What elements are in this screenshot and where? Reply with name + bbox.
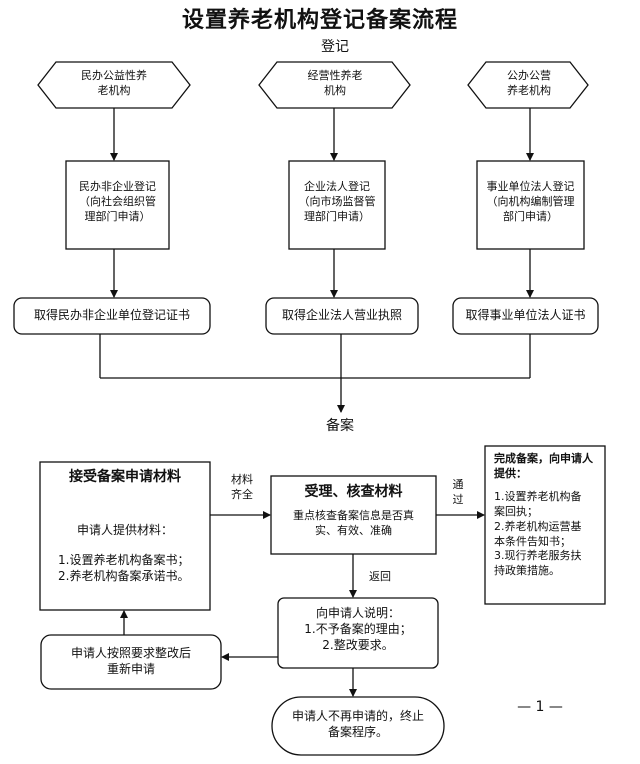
- explain-text: 向申请人说明： 1.不予备案的理由； 2.整改要求。: [304, 606, 412, 653]
- review-desc: 重点核查备案信息是否真 实、有效、准确: [293, 509, 414, 537]
- accept-subtitle: 申请人提供材料：: [76, 523, 173, 537]
- certificate-box-3: [452, 297, 599, 335]
- org-type-hexagon-1: [37, 61, 191, 109]
- complete-items: 1.设置养老机构备 案回执； 2.养老机构运营基 本条件告知书； 3.现行养老服…: [494, 490, 582, 578]
- page-title: 设置养老机构登记备案流程: [181, 8, 458, 33]
- register-text-2: 企业法人登记 （向市场监督管 理部门申请）: [298, 180, 376, 223]
- explain-box: [277, 597, 439, 669]
- certificate-text-1: 取得民办非企业单位登记证书: [33, 308, 190, 322]
- org-type-hexagon-2: [258, 61, 411, 109]
- accept-title: 接受备案申请材料: [69, 469, 181, 485]
- resubmit-box: [40, 634, 222, 690]
- certificate-box-1: [13, 297, 211, 335]
- certificate-text-2: 取得企业法人营业执照: [281, 308, 402, 322]
- org-type-label-1: 民办公益性养 老机构: [81, 69, 147, 97]
- org-type-label-3: 公办公营 养老机构: [507, 69, 551, 97]
- section-record-label: 备案: [326, 418, 354, 434]
- complete-box: [484, 445, 606, 605]
- section-register-label: 登记: [321, 39, 349, 55]
- register-box-2: [288, 160, 386, 250]
- return-label: 返回: [369, 570, 391, 583]
- review-title: 受理、核查材料: [304, 484, 403, 500]
- org-type-hexagon-3: [467, 61, 589, 109]
- complete-title: 完成备案，向申请人 提供：: [494, 452, 593, 480]
- accept-items: 1.设置养老机构备案书； 2.养老机构备案承诺书。: [58, 553, 190, 584]
- register-text-1: 民办非企业登记 （向社会组织管 理部门申请）: [79, 180, 156, 223]
- terminate-text: 申请人不再申请的，终止 备案程序。: [291, 709, 424, 740]
- resubmit-text: 申请人按照要求整改后 重新申请: [70, 646, 191, 677]
- pass-label: 通 过: [452, 478, 464, 506]
- materials-complete-label: 材料 齐全: [231, 473, 253, 501]
- register-text-3: 事业单位法人登记 （向机构编制管理 部门申请）: [486, 180, 575, 223]
- register-box-1: [65, 160, 170, 250]
- certificate-box-2: [265, 297, 419, 335]
- page-number: — 1 —: [517, 699, 563, 715]
- terminate-box: [271, 696, 445, 756]
- certificate-text-3: 取得事业单位法人证书: [465, 308, 586, 322]
- org-type-label-2: 经营性养老 机构: [307, 69, 363, 97]
